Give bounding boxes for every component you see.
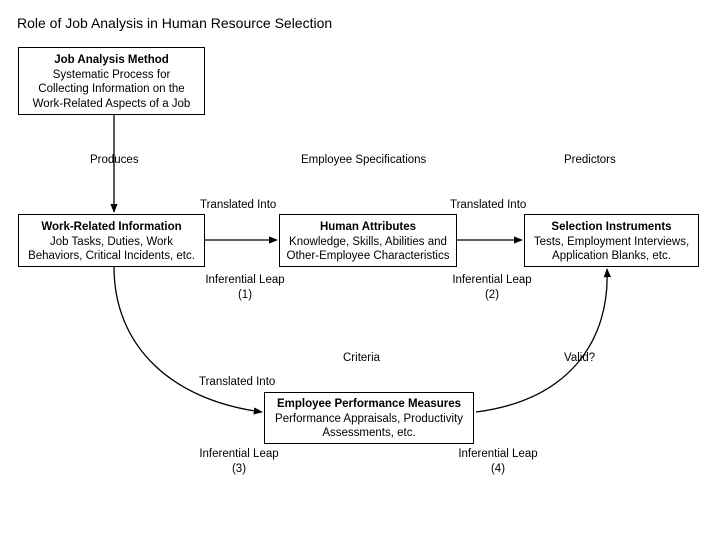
valid-label: Valid? — [564, 352, 596, 364]
work-info-heading: Work-Related Information — [41, 221, 182, 233]
inferential-leap-3-number: (3) — [231, 463, 247, 475]
inferential-leap-2: Inferential Leap (2) — [451, 273, 533, 303]
employee-specifications-label: Employee Specifications — [301, 154, 427, 166]
performance-measures-line: Performance Appraisals, Productivity — [275, 412, 463, 425]
work-related-information-box: Work-Related Information Job Tasks, Duti… — [18, 214, 205, 267]
selection-instruments-line: Application Blanks, etc. — [552, 250, 671, 262]
performance-measures-heading: Employee Performance Measures — [276, 398, 462, 410]
predictors-label: Predictors — [564, 154, 616, 166]
performance-measures-line: Assessments, etc. — [322, 427, 416, 439]
selection-instruments-line: Tests, Employment Interviews, — [533, 235, 690, 248]
inferential-leap-3: Inferential Leap (3) — [198, 447, 280, 477]
valid-curve — [475, 268, 611, 413]
job-analysis-line: Collecting Information on the — [38, 83, 185, 95]
diagram-title: Role of Job Analysis in Human Resource S… — [17, 15, 333, 31]
job-analysis-method-box: Job Analysis Method Systematic Process f… — [18, 47, 205, 115]
inferential-leap-4: Inferential Leap (4) — [457, 447, 539, 477]
inferential-leap-1: Inferential Leap (1) — [204, 273, 286, 303]
inferential-leap-3-text: Inferential Leap — [199, 448, 279, 460]
job-analysis-line: Work-Related Aspects of a Job — [32, 97, 191, 110]
inferential-leap-2-text: Inferential Leap — [452, 274, 532, 286]
produces-label: Produces — [90, 154, 139, 166]
translated-into-label-3: Translated Into — [199, 376, 276, 388]
criteria-label: Criteria — [343, 352, 381, 364]
inferential-leap-1-text: Inferential Leap — [205, 274, 285, 286]
employee-performance-measures-box: Employee Performance Measures Performanc… — [264, 392, 474, 444]
job-analysis-line: Systematic Process for — [52, 68, 171, 81]
translated-into-curve-3 — [113, 266, 263, 415]
inferential-leap-1-number: (1) — [237, 289, 253, 301]
job-analysis-heading: Job Analysis Method — [54, 54, 169, 66]
selection-instruments-heading: Selection Instruments — [551, 221, 672, 233]
human-attributes-heading: Human Attributes — [319, 221, 417, 233]
human-attributes-line: Knowledge, Skills, Abilities and — [289, 235, 447, 248]
translated-into-label-2: Translated Into — [450, 199, 527, 211]
inferential-leap-4-text: Inferential Leap — [458, 448, 538, 460]
human-attributes-line: Other-Employee Characteristics — [286, 250, 450, 262]
human-attributes-box: Human Attributes Knowledge, Skills, Abil… — [279, 214, 457, 267]
work-info-line: Job Tasks, Duties, Work — [50, 235, 173, 248]
translated-into-label-1: Translated Into — [200, 199, 277, 211]
inferential-leap-4-number: (4) — [490, 463, 506, 475]
inferential-leap-2-number: (2) — [484, 289, 500, 301]
work-info-line: Behaviors, Critical Incidents, etc. — [28, 250, 195, 262]
selection-instruments-box: Selection Instruments Tests, Employment … — [524, 214, 699, 267]
